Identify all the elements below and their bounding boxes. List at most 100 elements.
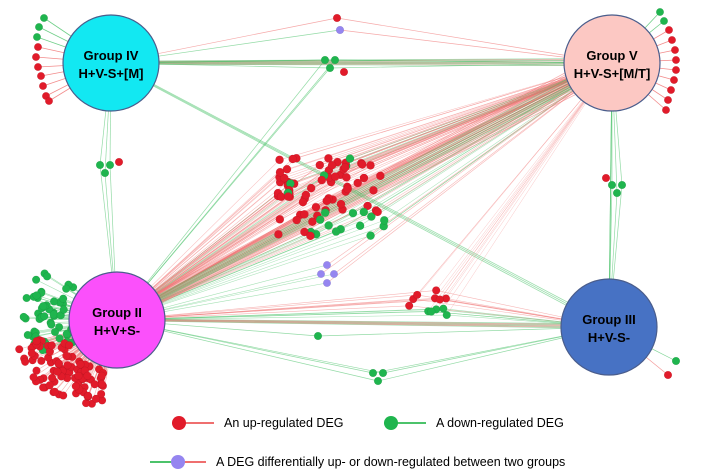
- deg-node: [282, 164, 292, 174]
- deg-node: [359, 207, 369, 217]
- edge: [304, 62, 613, 199]
- group-circle: [560, 278, 658, 376]
- deg-node: [59, 294, 68, 303]
- edge: [326, 62, 613, 284]
- edge: [116, 290, 437, 321]
- deg-node: [672, 56, 681, 65]
- deg-node: [49, 310, 58, 319]
- deg-node: [97, 380, 107, 389]
- edge: [329, 62, 613, 178]
- edge: [116, 49, 613, 316]
- deg-node: [95, 160, 105, 170]
- edge: [110, 62, 613, 65]
- deg-node: [292, 215, 302, 225]
- edge: [431, 62, 613, 312]
- deg-node: [32, 366, 41, 375]
- deg-node: [378, 368, 388, 378]
- deg-node: [300, 227, 309, 237]
- deg-node: [612, 188, 622, 198]
- deg-node: [336, 199, 346, 209]
- deg-node: [62, 284, 71, 293]
- deg-node: [32, 53, 41, 62]
- edge: [321, 62, 613, 181]
- deg-node: [345, 154, 355, 163]
- deg-node: [91, 394, 101, 403]
- up-regulated-swatch: [172, 416, 214, 430]
- deg-node: [323, 261, 332, 270]
- edge: [116, 51, 613, 316]
- deg-node: [340, 162, 350, 172]
- deg-node: [59, 391, 68, 400]
- deg-node: [320, 55, 330, 65]
- legend: An up-regulated DEG A down-regulated DEG…: [0, 408, 709, 475]
- deg-node: [274, 230, 283, 239]
- deg-node: [317, 270, 326, 279]
- group-node-v: Group VH+V-S+[M/T]: [563, 14, 661, 112]
- edge: [116, 67, 331, 321]
- deg-node: [357, 160, 367, 169]
- edge: [413, 62, 613, 300]
- deg-node: [330, 270, 339, 279]
- deg-node: [298, 197, 308, 207]
- edge: [110, 58, 613, 62]
- deg-node: [660, 17, 669, 26]
- edge: [116, 53, 613, 317]
- deg-node: [311, 202, 321, 212]
- deg-node: [359, 173, 369, 183]
- edge: [116, 60, 613, 320]
- deg-node: [301, 190, 311, 200]
- deg-node: [656, 7, 665, 16]
- legend-down-label: A down-regulated DEG: [436, 416, 564, 430]
- deg-node: [40, 13, 49, 22]
- deg-node: [27, 349, 36, 358]
- down-regulated-swatch: [384, 416, 426, 430]
- group-label: Group II: [92, 305, 142, 320]
- deg-node: [22, 293, 31, 303]
- deg-node: [114, 157, 124, 167]
- deg-node: [413, 290, 422, 300]
- deg-node: [19, 312, 28, 322]
- edge: [320, 62, 613, 275]
- deg-node: [32, 291, 41, 300]
- legend-up-label: An up-regulated DEG: [224, 416, 344, 430]
- deg-node: [322, 196, 332, 206]
- deg-node: [432, 286, 441, 295]
- deg-node: [54, 359, 63, 368]
- group-sublabel: H+V+S-: [94, 323, 140, 338]
- deg-node: [37, 71, 46, 80]
- deg-node: [335, 25, 345, 35]
- deg-node: [663, 370, 673, 380]
- deg-node: [288, 154, 298, 164]
- edge: [116, 57, 613, 319]
- deg-node: [21, 357, 30, 366]
- deg-node: [373, 376, 383, 386]
- deg-node: [279, 173, 289, 183]
- edge: [110, 63, 610, 329]
- deg-node: [672, 65, 681, 74]
- deg-node: [59, 305, 68, 314]
- deg-node: [617, 180, 627, 190]
- deg-node: [90, 380, 99, 389]
- deg-node: [34, 63, 43, 72]
- edge: [116, 318, 610, 326]
- edge: [333, 62, 613, 275]
- deg-node: [50, 327, 60, 337]
- deg-node: [50, 387, 59, 396]
- deg-node: [97, 389, 106, 399]
- edge: [279, 62, 613, 178]
- deg-node: [100, 168, 110, 178]
- deg-node: [275, 155, 284, 165]
- group-circle: [563, 14, 661, 112]
- deg-node: [65, 341, 74, 350]
- edge: [116, 308, 444, 321]
- deg-node: [105, 160, 115, 170]
- legend-up: An up-regulated DEG: [172, 416, 344, 430]
- edge: [110, 61, 610, 325]
- deg-node: [23, 330, 32, 340]
- deg-node: [668, 36, 677, 45]
- group-node-ii: Group II H+V+S-: [68, 271, 166, 369]
- deg-node: [355, 221, 365, 231]
- deg-node: [376, 171, 385, 181]
- group-sublabel: H+V-S-: [588, 330, 630, 345]
